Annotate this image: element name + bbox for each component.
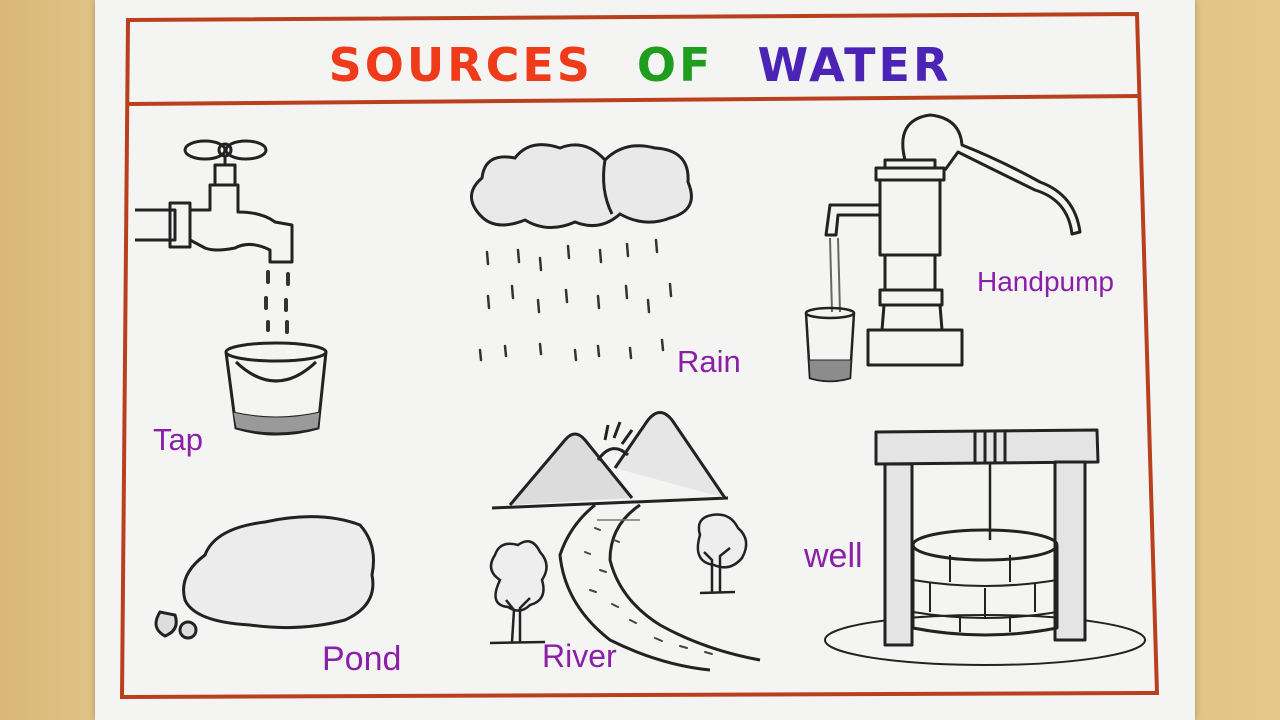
tree-right: [696, 513, 748, 595]
river-ripples: [584, 527, 713, 655]
well-drawing: [824, 428, 1146, 666]
rain-cloud: [470, 143, 693, 229]
tap-drawing: [135, 139, 294, 264]
page-title: SOURCES OF WATER: [0, 38, 1280, 92]
handpump-drawing: [824, 113, 1082, 367]
tree-left: [489, 540, 548, 645]
label-river: River: [542, 638, 617, 674]
label-pond: Pond: [322, 640, 402, 678]
page-border: [119, 11, 1160, 700]
label-well: well: [804, 537, 863, 575]
pond-drawing: [154, 515, 375, 640]
water-drops: [264, 270, 290, 334]
mountains-river: [491, 411, 761, 672]
label-rain: Rain: [677, 344, 741, 379]
raindrops: [478, 238, 673, 362]
pump-bucket: [804, 237, 856, 383]
title-word-of: OF: [636, 38, 714, 92]
title-word-sources: SOURCES: [328, 38, 593, 92]
title-word-water: WATER: [757, 38, 952, 92]
tap-bucket: [224, 341, 328, 436]
label-handpump: Handpump: [977, 266, 1114, 297]
label-tap: Tap: [153, 422, 203, 457]
